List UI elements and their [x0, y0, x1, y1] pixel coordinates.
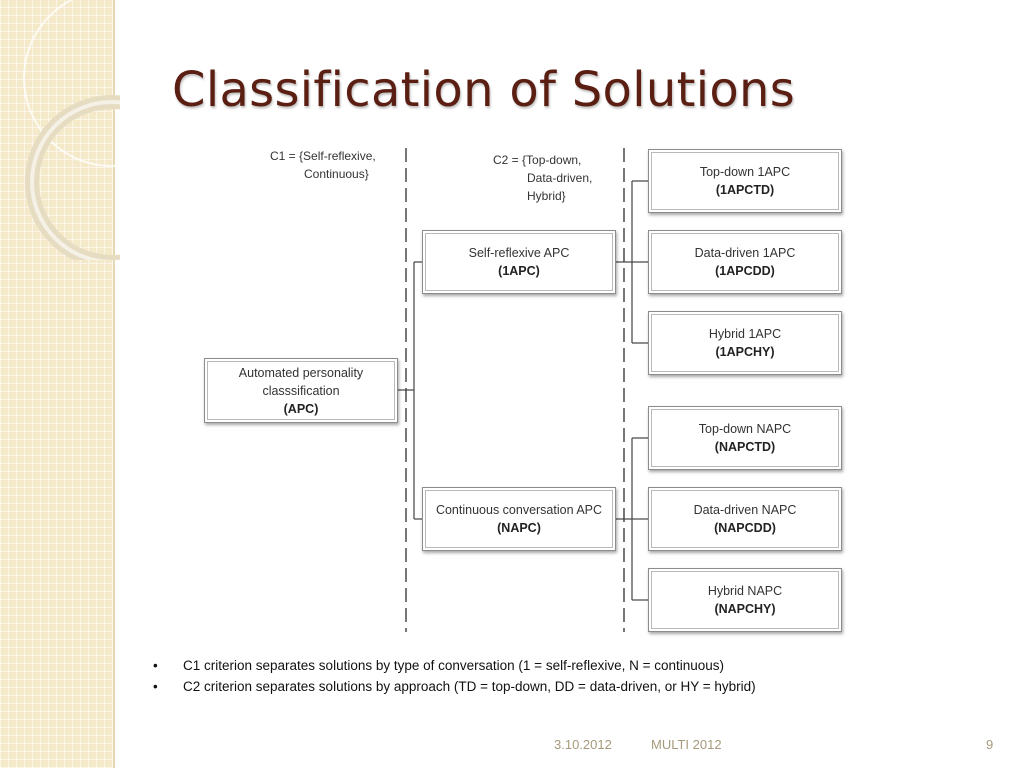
node-hybrid-napc: Hybrid NAPC (NAPCHY) — [648, 568, 842, 632]
bullet-item-c2: • C2 criterion separates solutions by ap… — [150, 676, 756, 697]
node-top-down-napc: Top-down NAPC (NAPCTD) — [648, 406, 842, 470]
node-continuous-apc: Continuous conversation APC (NAPC) — [422, 487, 616, 551]
bullet-text: C2 criterion separates solutions by appr… — [183, 679, 756, 694]
decorative-circles — [23, 0, 120, 260]
bullet-text: C1 criterion separates solutions by type… — [183, 658, 725, 673]
bullet-list: • C1 criterion separates solutions by ty… — [150, 655, 756, 697]
bullet-icon: • — [153, 658, 158, 673]
c2-criterion-label: C2 = {Top-down, Data-driven, Hybrid} — [493, 153, 593, 203]
bullet-icon: • — [153, 679, 158, 694]
node-data-driven-1apc: Data-driven 1APC (1APCDD) — [648, 230, 842, 294]
footer-date: 3.10.2012 — [554, 737, 612, 752]
node-data-driven-napc: Data-driven NAPC (NAPCDD) — [648, 487, 842, 551]
node-self-reflexive-apc: Self-reflexive APC (1APC) — [422, 230, 616, 294]
bullet-item-c1: • C1 criterion separates solutions by ty… — [150, 655, 756, 676]
slide-title: Classification of Solutions — [172, 62, 796, 118]
c1-criterion-label: C1 = {Self-reflexive, Continuous} — [270, 149, 376, 181]
node-top-down-1apc: Top-down 1APC (1APCTD) — [648, 149, 842, 213]
side-strip-edge — [113, 0, 115, 768]
node-hybrid-1apc: Hybrid 1APC (1APCHY) — [648, 311, 842, 375]
node-apc-root: Automated personality classsification (A… — [204, 358, 398, 423]
slide-number: 9 — [986, 737, 994, 752]
footer-event: MULTI 2012 — [651, 737, 722, 752]
